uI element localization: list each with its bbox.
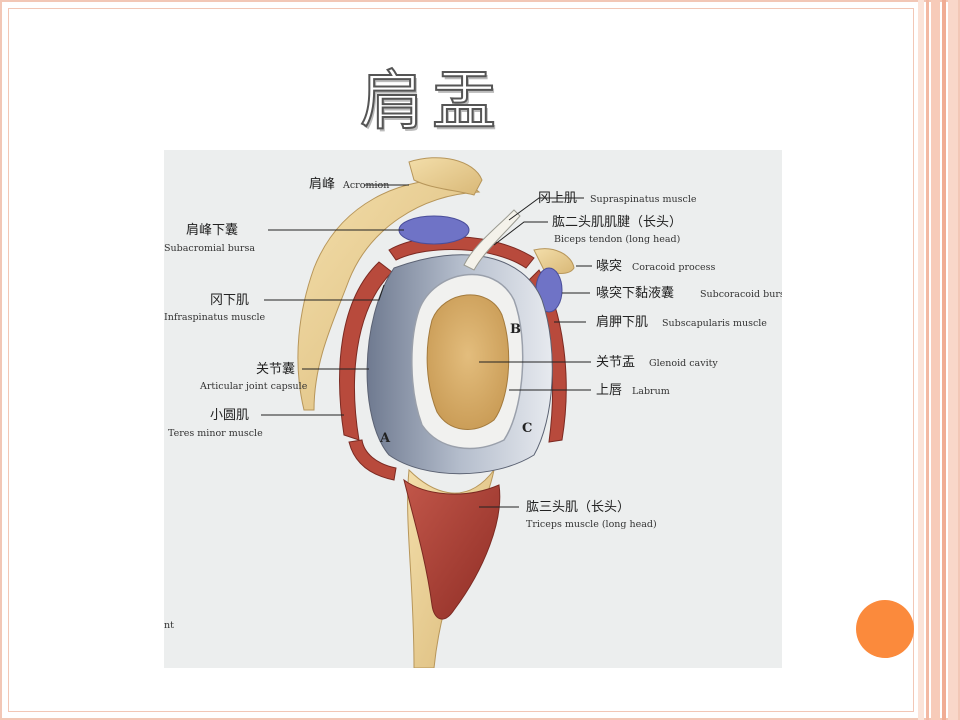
shoulder-glenoid-illustration: 肩峰 Acromion 肩峰下囊 Subacromial bursa 冈下肌 I… [164, 157, 782, 668]
label-labrum-en: Labrum [632, 386, 670, 397]
label-labrum: 上唇 Labrum [596, 383, 670, 398]
label-triceps: 肱三头肌（长头） Triceps muscle (long head) [526, 500, 657, 530]
label-joint-capsule: 关节囊 Articular joint capsule [199, 361, 308, 392]
label-subacromial-bursa-en: Subacromial bursa [164, 243, 255, 254]
label-supraspinatus-en: Supraspinatus muscle [590, 194, 697, 205]
glenoid-articular-cartilage [426, 294, 510, 430]
stripe-5 [948, 0, 958, 720]
label-leader-lines [261, 184, 592, 508]
label-supraspinatus: 冈上肌 Supraspinatus muscle [538, 191, 697, 206]
label-coracoid-en: Coracoid process [632, 262, 716, 273]
label-subscapularis: 肩胛下肌 Subscapularis muscle [596, 314, 767, 330]
label-teres-minor: 小圆肌 Teres minor muscle [168, 408, 263, 439]
label-infraspinatus-cn: 冈下肌 [210, 293, 249, 308]
label-acromion: 肩峰 Acromion [309, 176, 389, 192]
slide-title: 肩盂 [359, 64, 504, 140]
label-infraspinatus: 冈下肌 Infraspinatus muscle [164, 293, 266, 323]
region-letter-c: C [522, 421, 532, 436]
label-teres-minor-cn: 小圆肌 [210, 408, 249, 423]
label-subcoracoid-bursa-en: Subcoracoid bursa [700, 289, 782, 300]
stripe-4 [942, 0, 946, 720]
stripe-1 [918, 0, 924, 720]
stripe-2 [926, 0, 929, 720]
label-coracoid-cn: 喙突 [596, 258, 622, 274]
accent-circle [856, 600, 914, 658]
anatomy-figure: 肩峰 Acromion 肩峰下囊 Subacromial bursa 冈下肌 I… [164, 150, 782, 668]
cropped-edge-text: nt [164, 620, 174, 631]
label-glenoid-cn: 关节盂 [596, 355, 635, 370]
label-biceps-tendon-en: Biceps tendon (long head) [554, 234, 680, 245]
biceps-long-head-tendon [463, 209, 521, 271]
label-joint-capsule-en: Articular joint capsule [199, 381, 308, 392]
label-joint-capsule-cn: 关节囊 [256, 361, 295, 377]
label-coracoid: 喙突 Coracoid process [596, 258, 716, 274]
label-subacromial-bursa-cn: 肩峰下囊 [186, 222, 238, 238]
label-subacromial-bursa: 肩峰下囊 Subacromial bursa [164, 222, 255, 254]
label-subcoracoid-bursa: 喙突下黏液囊 Subcoracoid bursa [596, 285, 782, 301]
label-triceps-en: Triceps muscle (long head) [526, 519, 657, 530]
region-letter-b: B [510, 322, 521, 337]
label-subcoracoid-bursa-cn: 喙突下黏液囊 [596, 285, 674, 301]
label-triceps-cn: 肱三头肌（长头） [526, 500, 630, 515]
label-infraspinatus-en: Infraspinatus muscle [164, 312, 266, 323]
label-subscapularis-cn: 肩胛下肌 [596, 314, 648, 330]
label-acromion-en: Acromion [342, 180, 389, 191]
label-subscapularis-en: Subscapularis muscle [662, 318, 767, 329]
label-biceps-tendon: 肱二头肌肌腱（长头） Biceps tendon (long head) [552, 215, 682, 245]
label-acromion-cn: 肩峰 [309, 176, 335, 192]
triceps-long-head [403, 478, 501, 620]
stripe-3 [931, 0, 940, 720]
label-supraspinatus-cn: 冈上肌 [538, 191, 577, 206]
label-glenoid-en: Glenoid cavity [649, 358, 718, 369]
label-labrum-cn: 上唇 [596, 383, 622, 398]
region-letter-a: A [379, 431, 391, 446]
label-biceps-tendon-cn: 肱二头肌肌腱（长头） [552, 215, 682, 230]
slide-frame-inner [8, 8, 914, 712]
label-teres-minor-en: Teres minor muscle [168, 428, 263, 439]
label-glenoid: 关节盂 Glenoid cavity [596, 355, 718, 370]
